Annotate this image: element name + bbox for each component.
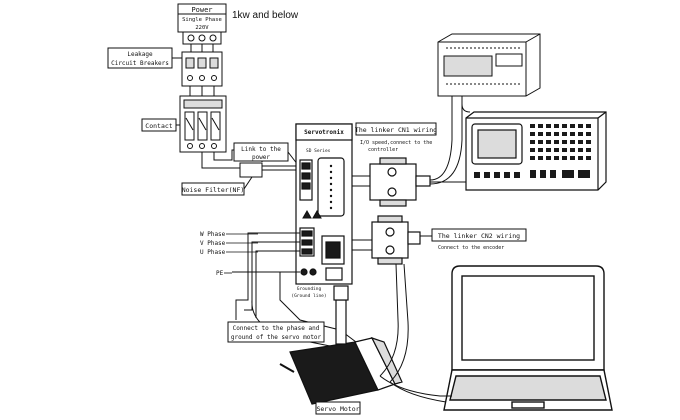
motor-connection-label-box [227, 321, 325, 343]
cn2-desc: Connect to the encoder [438, 245, 504, 251]
cnc-power-cable [461, 96, 471, 113]
u-phase-label: U Phase [200, 249, 226, 256]
motor-connection-label-2: ground of the servo motor [231, 334, 322, 341]
cn1-connector [369, 157, 431, 207]
plc-controller [437, 33, 541, 97]
laptop [443, 265, 613, 411]
servo-motor-label-box [315, 401, 361, 415]
link-power-label-2: power [252, 154, 270, 161]
noise-filter-label: Noise Filter(NF) [182, 186, 245, 194]
leakage-label-2: Circuit Breakers [111, 60, 169, 67]
cnc-controller [465, 111, 607, 191]
range-note: 1kw and below [232, 10, 299, 21]
cn2-label-box [431, 228, 527, 242]
leakage-breaker [181, 51, 223, 87]
laptop-cable [379, 375, 452, 403]
contact-label: Contact [145, 122, 172, 130]
power-voltage: 220V [195, 25, 209, 31]
servo-motor-label: Servo Motor [316, 405, 359, 413]
contactor [179, 95, 227, 153]
cn1-desc-1: I/O speed,connect to the [360, 140, 432, 146]
grounding-label-1: Grounding [297, 286, 322, 292]
w-phase-label: W Phase [200, 231, 226, 238]
cn1-desc-2: controller [368, 147, 398, 153]
power-supply-block [177, 3, 227, 33]
drive-brand: Servotronix [304, 129, 344, 136]
motor-connection-label-1: Connect to the phase and [233, 325, 320, 332]
phase-label-leaders [224, 233, 258, 274]
servo-drive [295, 123, 353, 285]
cn2-title: The linker CN2 wiring [438, 232, 520, 240]
noise-filter [239, 162, 296, 178]
cn1-title: The linker CN1 wiring [355, 126, 437, 134]
drive-series: SD Series [306, 148, 331, 154]
power-title: Power [191, 6, 212, 14]
cn2-cable [352, 239, 409, 383]
cn1-label-box [355, 122, 437, 136]
power-wires [190, 44, 214, 52]
power-terminal [182, 31, 222, 45]
warning-icon [302, 209, 322, 219]
cn2-connector [371, 215, 421, 265]
cn1-port-pins [329, 164, 333, 210]
pe-label: PE [216, 270, 224, 277]
power-phase: Single Phase [182, 17, 222, 23]
leakage-label-1: Leakage [127, 51, 153, 58]
cnc-keypad [474, 124, 591, 178]
link-power-label-1: Link to the [241, 146, 281, 153]
servo-motor [279, 285, 403, 405]
v-phase-label: V Phase [200, 240, 226, 247]
grounding-label-2: (Ground line) [291, 293, 326, 299]
